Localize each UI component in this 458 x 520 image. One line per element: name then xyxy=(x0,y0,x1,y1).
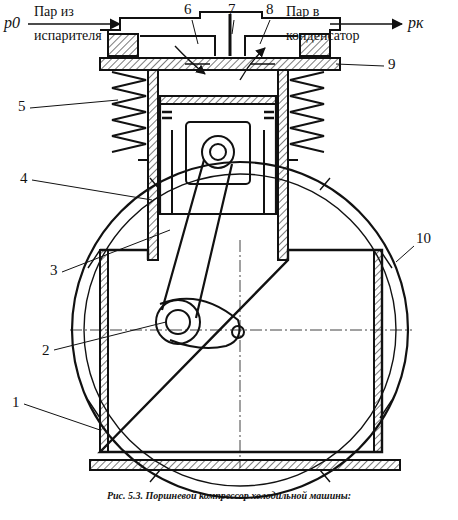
callout-number: 5 xyxy=(18,98,26,115)
flow-label: Пар в конденсатор xyxy=(286,0,382,48)
callout-number: 1 xyxy=(12,394,20,411)
flow-label: p0 xyxy=(4,14,20,32)
callout-number: 10 xyxy=(416,230,431,247)
callout-number: 2 xyxy=(42,342,50,359)
callout-number: 9 xyxy=(388,56,396,73)
figure-caption: Рис. 5.3. Поршневой компрессор холодильн… xyxy=(0,490,458,501)
callout-number: 6 xyxy=(184,1,192,18)
callout-number: 3 xyxy=(50,262,58,279)
flow-label: pк xyxy=(408,14,423,32)
callout-number: 4 xyxy=(20,170,28,187)
callout-number: 8 xyxy=(266,1,274,18)
flow-label: Пар из испарителя xyxy=(34,0,120,48)
callout-number: 7 xyxy=(228,1,236,18)
